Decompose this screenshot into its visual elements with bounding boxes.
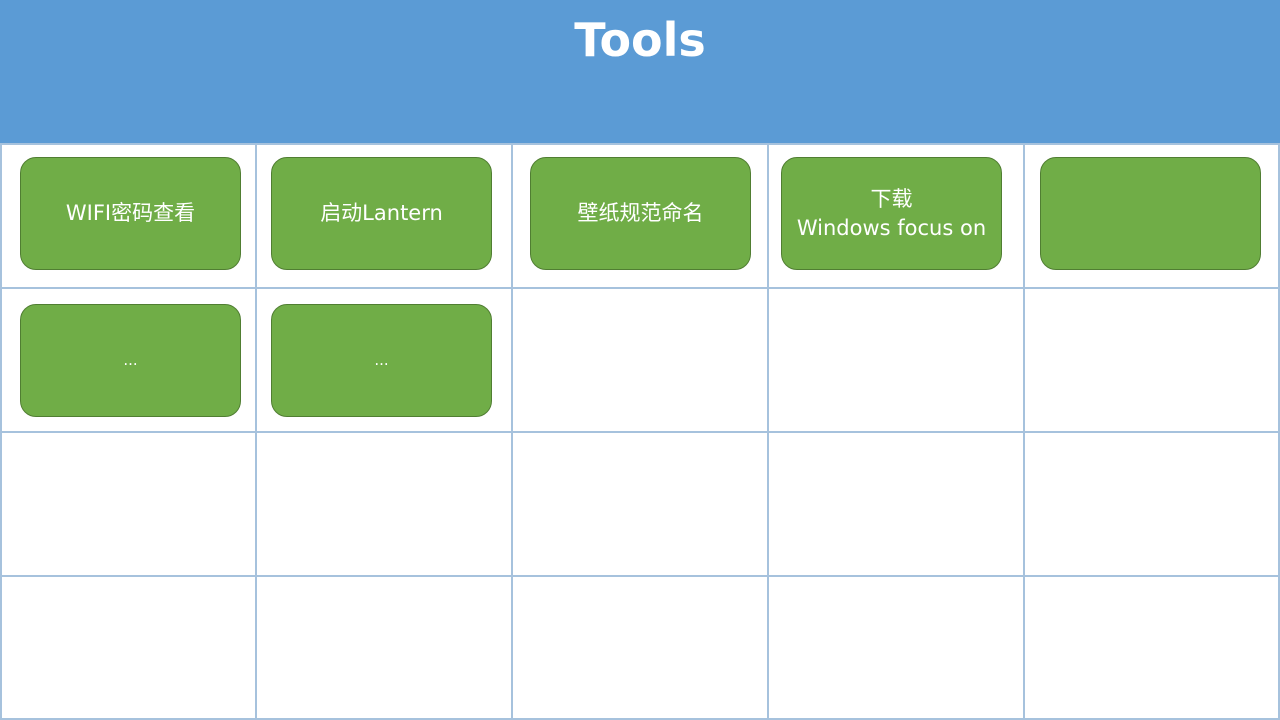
tool-button-label: 启动Lantern	[320, 201, 443, 225]
grid-line	[767, 143, 769, 720]
page-title: Tools	[574, 13, 706, 67]
grid-line	[0, 718, 1280, 720]
tool-button-label: 下载	[870, 186, 913, 211]
tool-button-label: ...	[123, 351, 138, 369]
tool-button-label: ...	[374, 351, 389, 369]
grid-line	[255, 143, 257, 720]
grid-line	[511, 143, 513, 720]
tool-button-label: 壁纸规范命名	[577, 201, 704, 225]
grid-line	[0, 143, 1280, 145]
grid-line	[0, 287, 1280, 289]
grid-line	[1278, 143, 1280, 720]
download-windows-focus-button[interactable]: 下载 Windows focus on	[781, 157, 1002, 270]
empty-tool-button[interactable]	[1040, 157, 1261, 270]
grid-line	[0, 431, 1280, 433]
more-tools-button[interactable]: ...	[271, 304, 492, 417]
grid-line	[1023, 143, 1025, 720]
tool-button-label: WIFI密码查看	[65, 201, 196, 225]
more-tools-button[interactable]: ...	[20, 304, 241, 417]
start-lantern-button[interactable]: 启动Lantern	[271, 157, 492, 270]
wifi-password-button[interactable]: WIFI密码查看	[20, 157, 241, 270]
grid-line	[0, 143, 2, 720]
header-bar: Tools	[0, 0, 1280, 143]
tools-grid: WIFI密码查看 启动Lantern 壁纸规范命名 下载 Windows foc…	[0, 143, 1280, 720]
grid-line	[0, 575, 1280, 577]
wallpaper-rename-button[interactable]: 壁纸规范命名	[530, 157, 751, 270]
tool-button-label: Windows focus on	[796, 215, 987, 240]
